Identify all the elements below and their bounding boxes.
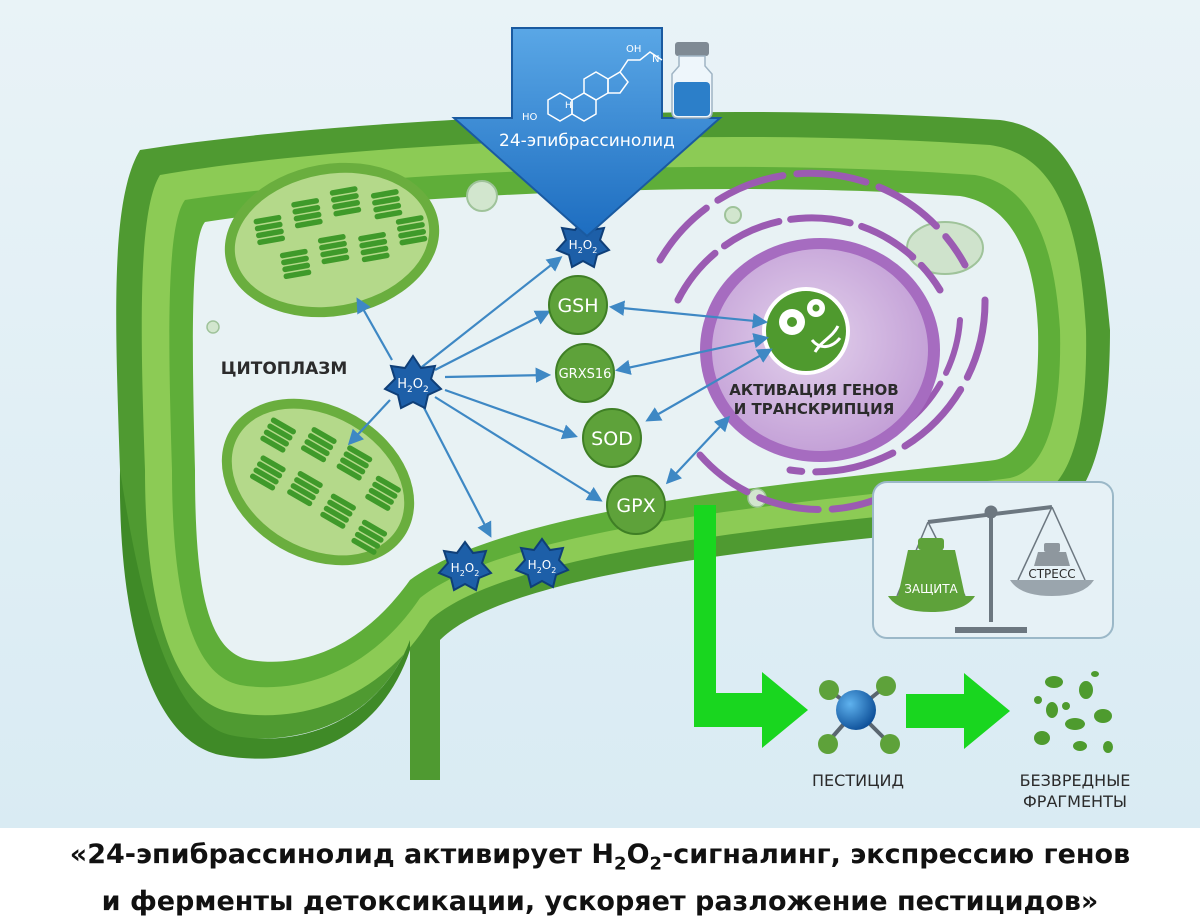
harmless-fragments-icon xyxy=(1034,671,1113,753)
vesicle xyxy=(466,180,498,212)
enzyme-grxs16: GRXS16 xyxy=(555,343,615,403)
h2o2-molecule-top: H2O2 xyxy=(555,217,611,269)
nucleus-label-line2: И ТРАНСКРИПЦИЯ xyxy=(734,400,895,418)
drug-name-label: 24-эпибрассинолид xyxy=(499,131,675,151)
molecule-h-label: H xyxy=(565,101,572,111)
fragments-label-line2: ФРАГМЕНТЫ xyxy=(1023,792,1127,811)
nucleus-label-line1: АКТИВАЦИЯ ГЕНОВ xyxy=(729,381,898,399)
balance-protection-label: ЗАЩИТА xyxy=(904,582,958,596)
enzyme-sod: SOD xyxy=(582,408,642,468)
vesicle xyxy=(724,206,742,224)
molecule-ho-label: HO xyxy=(522,112,538,123)
svg-text:GSH: GSH xyxy=(557,295,598,317)
balance-left-pan xyxy=(888,596,975,612)
caption-line-1: «24-эпибрассинолид активирует H2O2-сигна… xyxy=(69,839,1131,875)
drug-input-arrow: OH HO H N 24-эпибрассинолид xyxy=(451,27,723,238)
vesicle xyxy=(206,320,220,334)
cell-diagram: АКТИВАЦИЯ ГЕНОВ И ТРАНСКРИПЦИЯ ЦИТОПЛАЗМ… xyxy=(0,0,1200,830)
weight-protection-icon xyxy=(898,550,965,596)
balance-stress-label: СТРЕСС xyxy=(1028,567,1075,581)
cytoplasm-label: ЦИТОПЛАЗМ xyxy=(221,359,348,379)
balance-right-pan xyxy=(1010,580,1094,596)
chloroplast-top xyxy=(224,162,440,318)
caption-line-2: и ферменты детоксикации, ускоряет разлож… xyxy=(101,886,1099,918)
pathway-arrow-down xyxy=(694,505,808,748)
pesticide-molecule-icon xyxy=(818,676,900,754)
h2o2-molecule-bottom-right: H2O2 xyxy=(514,537,570,589)
svg-text:GPX: GPX xyxy=(616,495,655,517)
fragments-label-line1: БЕЗВРЕДНЫЕ xyxy=(1020,771,1131,790)
pesticide-label: ПЕСТИЦИД xyxy=(812,771,904,790)
caption: «24-эпибрассинолид активирует H2O2-сигна… xyxy=(0,828,1200,917)
h2o2-molecule-bottom-left: H2O2 xyxy=(437,540,493,592)
grana xyxy=(253,186,428,280)
molecule-oh-label: OH xyxy=(626,44,641,55)
balance-panel: ЗАЩИТА СТРЕСС xyxy=(872,481,1114,639)
enzyme-gsh: GSH xyxy=(548,275,608,335)
svg-text:H2O2: H2O2 xyxy=(528,558,557,575)
dna-icon xyxy=(810,325,842,353)
molecule-n-label: N xyxy=(652,54,659,65)
h2o2-molecule-center: H2O2 xyxy=(383,354,443,410)
pathway-arrow-right xyxy=(906,673,1010,749)
svg-text:H2O2: H2O2 xyxy=(451,561,480,578)
grana xyxy=(249,417,401,555)
weight-stress-icon xyxy=(1034,552,1070,566)
gene-activation-icon xyxy=(762,287,850,375)
svg-text:H2O2: H2O2 xyxy=(569,238,598,255)
svg-text:GRXS16: GRXS16 xyxy=(559,367,612,382)
signaling-arrows xyxy=(347,256,773,538)
svg-text:H2O2: H2O2 xyxy=(397,377,428,395)
enzyme-gpx: GPX xyxy=(606,475,666,535)
vial-icon xyxy=(671,42,713,119)
degradation-pathway xyxy=(694,505,1010,749)
svg-text:SOD: SOD xyxy=(591,428,633,450)
steroid-structure-icon xyxy=(547,51,663,122)
chloroplast-bottom xyxy=(221,398,415,566)
